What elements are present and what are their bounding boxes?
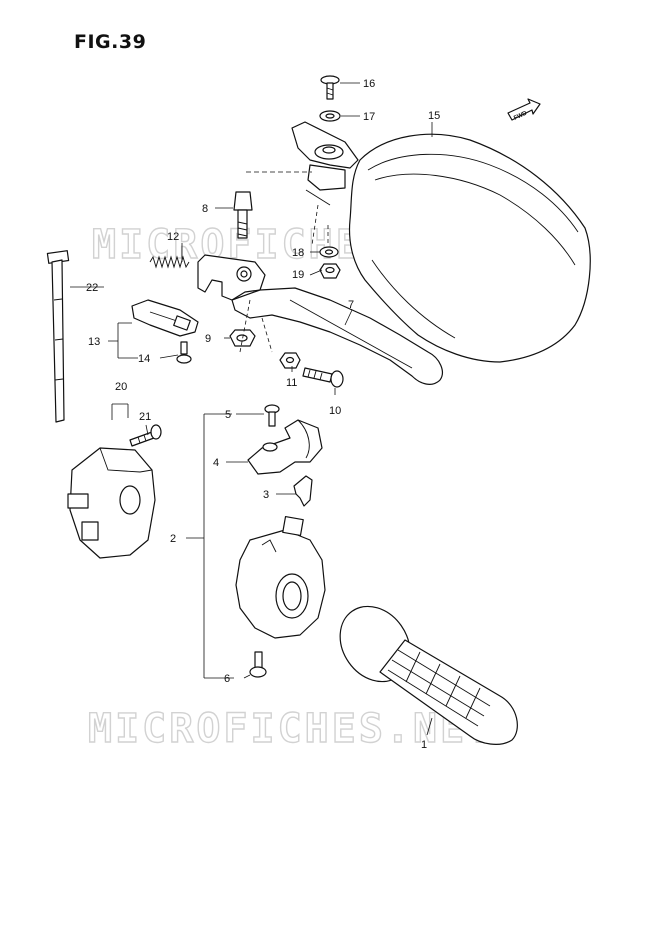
- figure-title: FIG.39: [74, 31, 147, 53]
- fwd-label: FWD: [513, 110, 529, 121]
- callout-8: 8: [202, 203, 208, 215]
- washer-part-18: [319, 246, 339, 258]
- switch-housing-part-20: [67, 447, 156, 559]
- spring-part-12: [149, 255, 190, 269]
- callout-19: 19: [292, 269, 304, 281]
- callout-11: 11: [286, 377, 297, 389]
- callout-16: 16: [363, 78, 375, 90]
- callout-4: 4: [213, 457, 219, 469]
- callout-labels: 1 2 3 4 5 6 7 8 9 10 11 12 13 14 15 16 1…: [86, 78, 440, 751]
- callout-20: 20: [115, 381, 127, 393]
- clamp-part-4: [247, 419, 323, 475]
- callout-5: 5: [225, 409, 231, 421]
- callout-7: 7: [348, 299, 354, 311]
- adjuster-screw-part-10: [302, 367, 344, 388]
- callout-18: 18: [292, 247, 304, 259]
- clutch-lever-part-7: [197, 254, 443, 385]
- nut-part-19: [319, 263, 341, 279]
- screw-part-14: [176, 341, 192, 364]
- grip-part-1: [339, 605, 518, 745]
- leader-lines: [70, 82, 433, 736]
- nut-part-11: [279, 352, 301, 369]
- callout-13: 13: [88, 336, 100, 348]
- callout-1: 1: [421, 739, 427, 751]
- cable-tie-part-22: [46, 250, 70, 423]
- callout-15: 15: [428, 110, 440, 122]
- screw-part-6: [249, 651, 267, 678]
- callout-12: 12: [167, 231, 179, 243]
- callout-2: 2: [170, 533, 176, 545]
- screw-part-5: [264, 404, 280, 427]
- callout-14: 14: [138, 353, 150, 365]
- callout-17: 17: [363, 111, 375, 123]
- screw-part-21: [129, 424, 162, 447]
- throttle-housing-part-2: [235, 515, 326, 639]
- hand-guard-part-15: [291, 121, 591, 363]
- pivot-bolt-part-8: [233, 191, 253, 239]
- screw-part-16: [320, 75, 340, 100]
- callout-10: 10: [329, 405, 341, 417]
- watermark-lower: MICROFICHES.NET: [88, 706, 494, 752]
- switch-part-13: [131, 299, 199, 337]
- callout-22: 22: [86, 282, 98, 294]
- mount-boss-hole: [322, 146, 336, 154]
- washer-part-17: [319, 110, 341, 122]
- fwd-arrow-marker: FWD: [507, 98, 541, 122]
- callout-21: 21: [139, 411, 151, 423]
- clip-part-3: [293, 475, 313, 507]
- callout-6: 6: [224, 673, 230, 685]
- callout-9: 9: [205, 333, 211, 345]
- callout-3: 3: [263, 489, 269, 501]
